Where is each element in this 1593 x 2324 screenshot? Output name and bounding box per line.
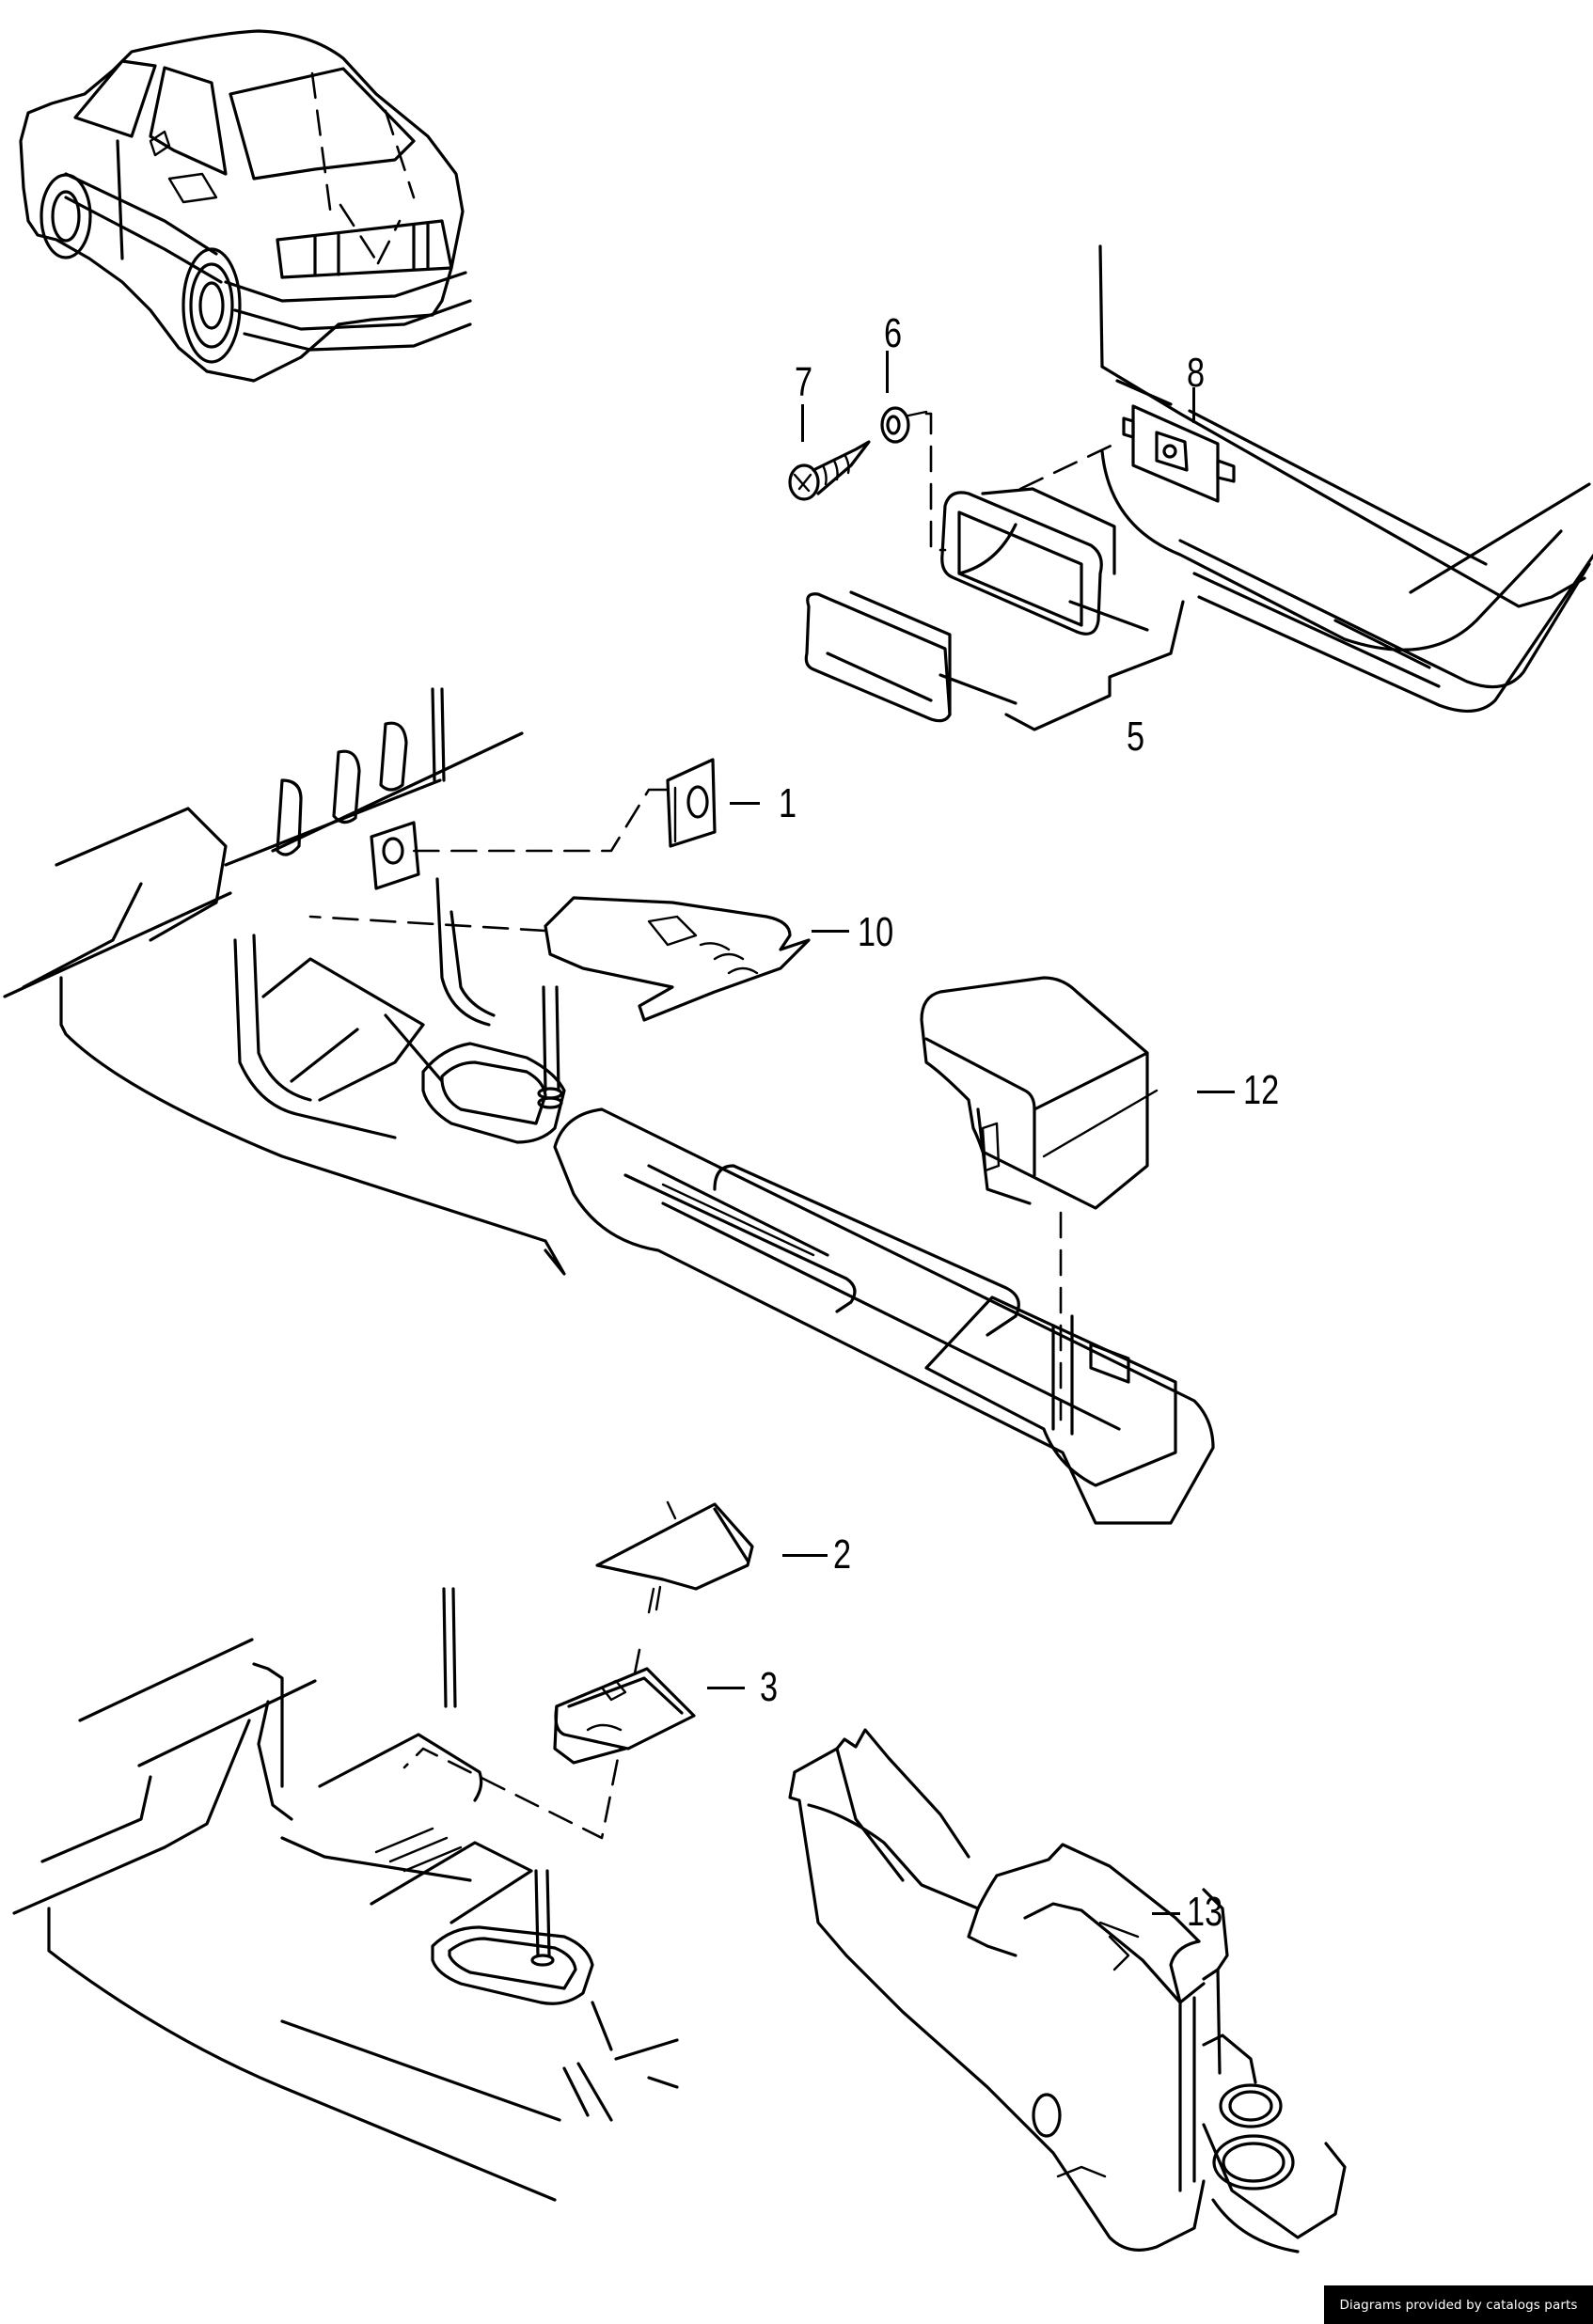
leader-line-12 [1197, 1091, 1235, 1093]
callout-label-12: 12 [1243, 1067, 1280, 1113]
credit-text: Diagrams provided by catalogs parts [1339, 2297, 1578, 2313]
vehicle-overview-illustration [19, 29, 472, 383]
rear-ashtray-group-illustration [788, 244, 1593, 731]
leader-line-8 [1192, 387, 1195, 423]
callout-label-3: 3 [760, 1664, 779, 1710]
leader-line-1 [730, 802, 760, 805]
callout-label-5: 5 [1127, 714, 1145, 760]
leader-line-3 [707, 1687, 745, 1689]
callout-label-7: 7 [795, 359, 813, 405]
callout-label-10: 10 [858, 909, 894, 955]
leader-line-2 [782, 1554, 828, 1557]
callout-label-1: 1 [779, 780, 797, 826]
callout-label-13: 13 [1187, 1889, 1223, 1935]
front-console-group-illustration [3, 687, 1215, 1525]
leader-line-7 [801, 404, 804, 442]
callout-label-6: 6 [884, 310, 903, 356]
leader-line-13 [1152, 1912, 1180, 1915]
leader-line-6 [886, 351, 889, 393]
lower-console-illustration [12, 1500, 754, 2202]
credit-badge: Diagrams provided by catalogs parts [1324, 2285, 1593, 2324]
callout-label-2: 2 [833, 1531, 852, 1578]
leader-line-10 [812, 930, 849, 933]
callout-label-8: 8 [1187, 350, 1206, 396]
center-console-13-illustration [788, 1728, 1347, 2253]
